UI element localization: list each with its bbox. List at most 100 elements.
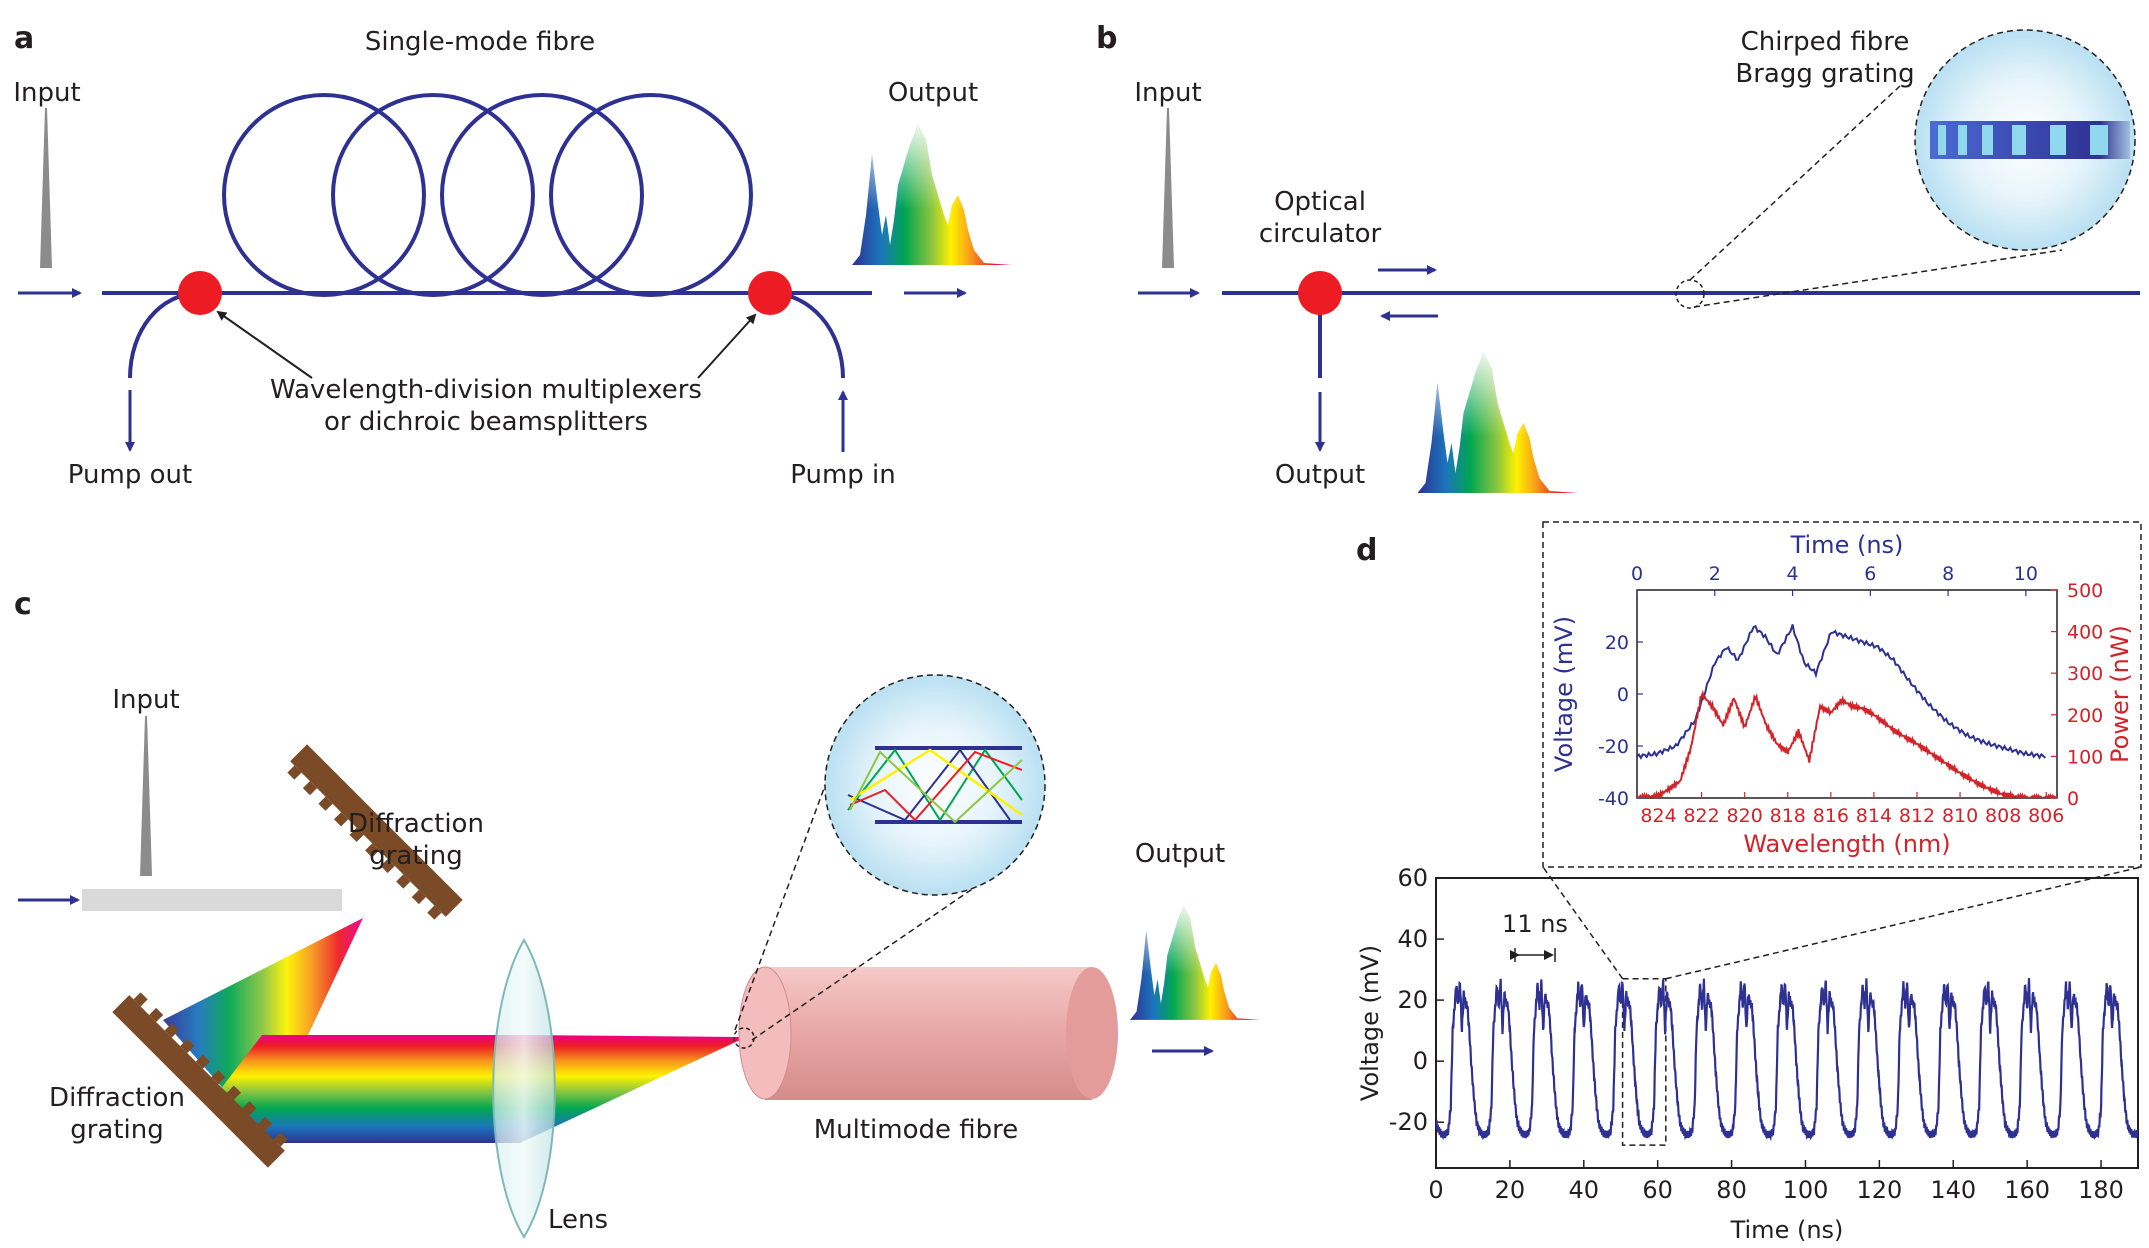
inset-wavelength-tick-label: 820 xyxy=(1727,805,1763,827)
input-beam xyxy=(82,889,342,911)
inset-wavelength-tick-label: 808 xyxy=(1985,805,2021,827)
fibre-zoom-line-left xyxy=(734,744,841,1031)
panel-c-letter: c xyxy=(14,587,32,622)
wdm-pointer-right xyxy=(697,313,757,379)
multimode-fibre-label: Multimode fibre xyxy=(814,1115,1019,1145)
circulator-label-line2: circulator xyxy=(1259,219,1382,249)
lens-icon xyxy=(492,938,556,1239)
circulator-dot xyxy=(1298,271,1342,315)
panel-a-output-label: Output xyxy=(888,78,978,108)
panel-a: a Single-mode fibre Input Wavelength-div… xyxy=(13,21,1012,490)
main-x-tick-label: 60 xyxy=(1642,1176,1673,1204)
panel-a-letter: a xyxy=(14,21,34,56)
main-x-axis-label: Time (ns) xyxy=(1730,1216,1844,1244)
bragg-grating-label-line2: Bragg grating xyxy=(1735,59,1914,89)
panel-b-input-pulse-icon xyxy=(1162,108,1174,268)
bottom-diffraction-grating-icon xyxy=(112,992,288,1168)
wdm-pointer-left xyxy=(216,310,313,379)
panel-d-letter: d xyxy=(1356,533,1377,568)
inset-time-tick-label: 0 xyxy=(1631,563,1643,585)
inset-time-tick-label: 2 xyxy=(1709,563,1721,585)
pump-in-label: Pump in xyxy=(790,460,896,490)
fibre-coils xyxy=(222,93,753,297)
inset-wavelength-tick-label: 814 xyxy=(1856,805,1892,827)
panel-b-letter: b xyxy=(1096,21,1117,56)
inset-power-tick-label: 400 xyxy=(2067,622,2103,644)
inset-plot-frame xyxy=(1636,589,2058,799)
wdm-label-line2: or dichroic beamsplitters xyxy=(324,407,648,437)
main-y-axis-label: Voltage (mV) xyxy=(1356,945,1384,1101)
inset-right-axis-label: Power (nW) xyxy=(2106,625,2134,763)
inset-wavelength-tick-label: 812 xyxy=(1899,805,1935,827)
inset-voltage-line xyxy=(1637,624,2046,760)
main-y-tick-label: -20 xyxy=(1389,1108,1428,1136)
grating-zoom-line-top xyxy=(1689,85,1901,281)
multimode-fibre-icon xyxy=(738,966,1118,1100)
main-x-tick-label: 40 xyxy=(1569,1176,1600,1204)
inset-power-tick-label: 300 xyxy=(2067,663,2103,685)
inset-wavelength-tick-label: 816 xyxy=(1813,805,1849,827)
focusing-cone xyxy=(520,1035,740,1143)
inset-voltage-tick-label: -20 xyxy=(1598,736,1629,758)
fibre-zoom-line-right xyxy=(751,869,1001,1041)
main-x-tick-label: 160 xyxy=(2004,1176,2050,1204)
main-x-tick-label: 0 xyxy=(1428,1176,1443,1204)
pulse-train-line xyxy=(1436,978,2138,1142)
inset-left-axis-label: Voltage (mV) xyxy=(1550,616,1578,772)
period-marker: 11 ns xyxy=(1502,910,1568,962)
main-y-tick-label: 0 xyxy=(1413,1047,1428,1075)
panel-c-output-spectrum xyxy=(1130,906,1260,1020)
main-x-tick-label: 100 xyxy=(1783,1176,1829,1204)
inset-voltage-tick-label: 0 xyxy=(1617,684,1629,706)
panel-a-output-spectrum xyxy=(852,125,1012,265)
main-x-tick-label: 80 xyxy=(1716,1176,1747,1204)
wdm-left-dot xyxy=(178,271,222,315)
panel-b: b Input Optical circulator Output Chirpe… xyxy=(1096,21,2140,493)
panel-b-output-label: Output xyxy=(1275,460,1365,490)
inset-power-tick-label: 500 xyxy=(2067,580,2103,602)
panel-c: c Input Lens Diffraction grating xyxy=(14,587,1260,1239)
multimode-zoom-circle xyxy=(824,674,1046,896)
main-x-tick-label: 140 xyxy=(1930,1176,1976,1204)
circulator-label-line1: Optical xyxy=(1274,187,1366,217)
top-grating-label-line1: Diffraction xyxy=(348,809,484,839)
panel-b-output-spectrum xyxy=(1417,353,1578,493)
inset-time-tick-label: 8 xyxy=(1942,563,1954,585)
wdm-right-dot xyxy=(748,271,792,315)
inset-power-tick-label: 0 xyxy=(2067,788,2079,810)
input-pulse-icon xyxy=(40,108,52,268)
inset-wavelength-tick-label: 824 xyxy=(1640,805,1676,827)
grating-zoom-line-bottom xyxy=(1693,249,2063,308)
main-x-tick-label: 180 xyxy=(2078,1176,2124,1204)
inset-time-tick-label: 6 xyxy=(1864,563,1876,585)
main-y-tick-label: 40 xyxy=(1397,925,1428,953)
zoom-line-left xyxy=(1542,866,1624,980)
panel-c-input-pulse-icon xyxy=(140,716,152,876)
main-x-tick-label: 20 xyxy=(1495,1176,1526,1204)
inset-frame xyxy=(1542,521,2142,868)
inset-time-tick-label: 10 xyxy=(2014,563,2038,585)
top-grating-label-line2: grating xyxy=(369,841,463,871)
panel-c-output-label: Output xyxy=(1135,839,1225,869)
zoom-line-right xyxy=(1665,866,2142,980)
inset-wavelength-tick-label: 806 xyxy=(2028,805,2064,827)
main-y-tick-label: 20 xyxy=(1397,986,1428,1014)
main-plot-frame xyxy=(1435,877,2139,1169)
dispersed-fan xyxy=(163,918,363,1133)
inset-time-tick-label: 4 xyxy=(1787,563,1799,585)
panel-b-input-label: Input xyxy=(1134,78,1201,108)
lens-label: Lens xyxy=(548,1205,608,1235)
inset-wavelength-tick-label: 818 xyxy=(1770,805,1806,827)
bottom-grating-label-line2: grating xyxy=(70,1115,164,1145)
inset-wavelength-tick-label: 822 xyxy=(1683,805,1719,827)
period-label: 11 ns xyxy=(1502,910,1568,938)
bragg-grating-label-line1: Chirped fibre xyxy=(1741,27,1910,57)
inset-power-line xyxy=(1637,689,2057,798)
collimated-beam-body xyxy=(280,1035,520,1143)
single-mode-fibre-label: Single-mode fibre xyxy=(365,27,595,57)
